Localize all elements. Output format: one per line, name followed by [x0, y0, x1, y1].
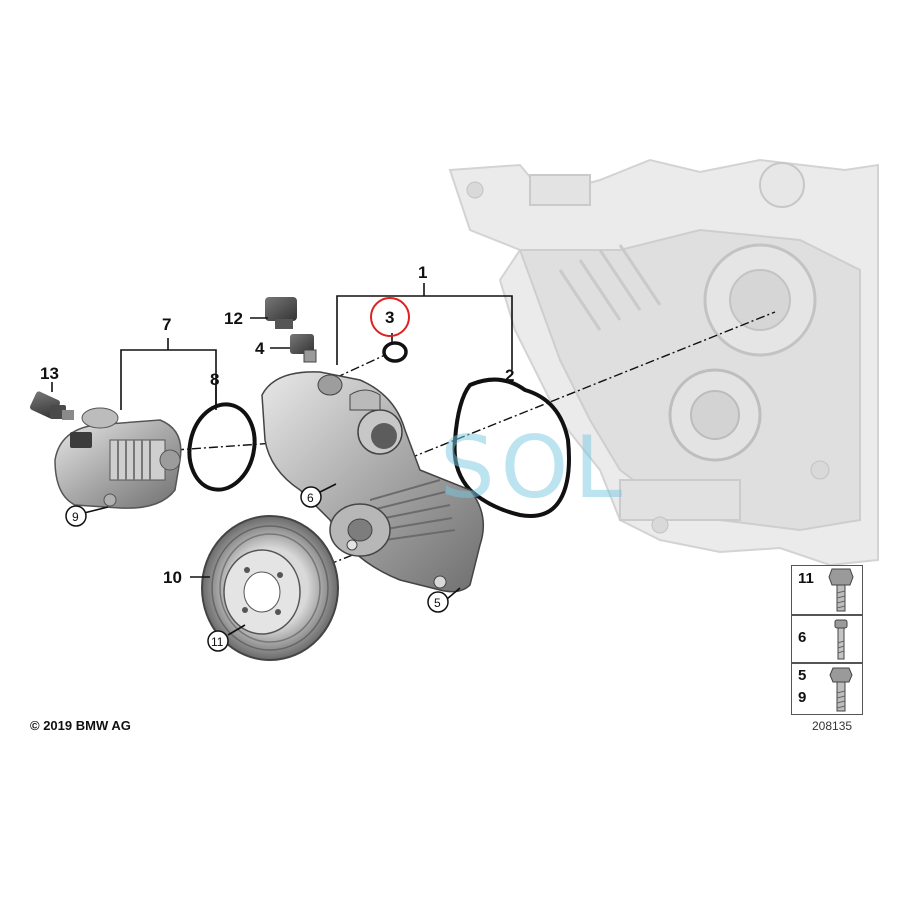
callout-3: 3 — [385, 308, 394, 327]
callout-12: 12 — [224, 309, 243, 328]
leader-lines — [51, 283, 513, 636]
sensor-4 — [290, 334, 317, 363]
bolt-5-9-icon — [829, 667, 853, 712]
legend-label-6: 6 — [798, 629, 807, 646]
callout-2: 2 — [505, 366, 514, 385]
callout-4: 4 — [255, 339, 265, 358]
pulley-10 — [201, 515, 339, 661]
seal-ring-3 — [382, 341, 408, 363]
copyright-notice: © 2019 BMW AG — [30, 718, 131, 733]
legend-label-9: 9 — [798, 689, 807, 706]
assembly-axis-main — [329, 311, 776, 491]
legend-row-bolt-11: 11 — [791, 565, 863, 615]
engine-block — [448, 158, 879, 567]
diagram-reference-number: 208135 — [812, 719, 853, 733]
legend-label-5: 5 — [798, 667, 807, 684]
bolt-legend: 11 6 5 9 — [791, 565, 863, 715]
bolt-6-icon — [834, 619, 848, 660]
callout-6: 6 — [307, 491, 314, 505]
callout-11: 11 — [211, 635, 224, 649]
callout-10: 10 — [163, 568, 182, 587]
watermark: SOL — [440, 418, 629, 518]
callout-1: 1 — [418, 263, 427, 282]
legend-label-11: 11 — [798, 570, 814, 587]
callout-8: 8 — [210, 370, 219, 389]
legend-row-bolt-5-9: 5 9 — [791, 663, 863, 715]
callout-5: 5 — [434, 596, 441, 610]
sensor-13 — [29, 391, 74, 420]
legend-row-bolt-6: 6 — [791, 615, 863, 663]
gasket-2 — [452, 377, 571, 518]
thermostat-housing — [54, 407, 182, 509]
callout-7: 7 — [162, 315, 171, 334]
callout-3-highlight-ring — [370, 297, 410, 337]
bolt-11-icon — [828, 568, 854, 612]
callout-13: 13 — [40, 364, 59, 383]
assembly-axis-seal — [319, 354, 386, 386]
callout-9: 9 — [72, 510, 79, 524]
sensor-12 — [265, 297, 297, 329]
water-pump — [261, 371, 485, 593]
o-ring-8 — [187, 402, 257, 492]
